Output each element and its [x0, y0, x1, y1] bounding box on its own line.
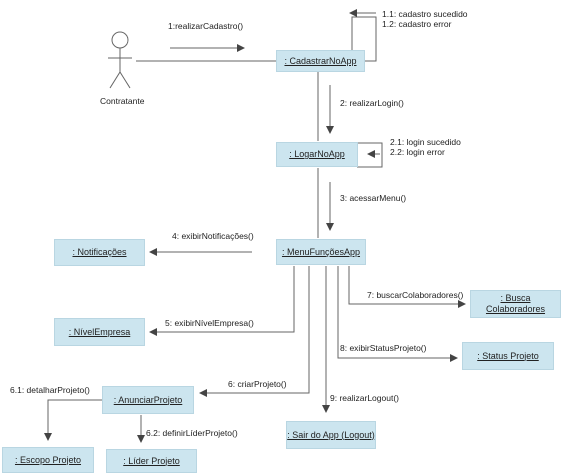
object-logar-no-app[interactable]: : LogarNoApp — [276, 142, 358, 167]
message-2-2: 2.2: login error — [390, 147, 445, 157]
message-9: 9: realizarLogout() — [330, 393, 399, 403]
object-lider-projeto[interactable]: : Líder Projeto — [106, 449, 197, 473]
message-2: 2: realizarLogin() — [340, 98, 404, 108]
object-cadastrar-no-app[interactable]: : CadastrarNoApp — [276, 50, 365, 72]
message-6-1: 6.1: detalharProjeto() — [10, 385, 90, 395]
arrow-m5 — [149, 266, 295, 336]
arrow-m8 — [337, 266, 458, 362]
message-4: 4: exibirNotificações() — [172, 231, 254, 241]
object-notificacoes[interactable]: : Notificações — [54, 239, 145, 266]
object-escopo-projeto[interactable]: : Escopo Projeto — [2, 447, 94, 473]
object-anunciar-projeto[interactable]: : AnunciarProjeto — [102, 386, 194, 414]
object-nivel-empresa[interactable]: : NívelEmpresa — [54, 318, 145, 346]
message-8: 8: exibirStatusProjeto() — [340, 343, 427, 353]
actor-label: Contratante — [100, 96, 145, 106]
selfloop-cadastrar — [351, 16, 377, 62]
message-7: 7: buscarColaboradores() — [367, 290, 464, 300]
message-5: 5: exibirNívelEmpresa() — [165, 318, 254, 328]
arrow-m61 — [44, 399, 103, 441]
object-busca-colaboradores[interactable]: : Busca Colaboradores — [470, 290, 561, 318]
message-6-2: 6.2: definirLíderProjeto() — [146, 428, 238, 438]
message-3: 3: acessarMenu() — [340, 193, 407, 203]
actor-figure — [108, 31, 132, 89]
message-2-1: 2.1: login sucedido — [390, 137, 461, 147]
arrow-m6 — [199, 266, 310, 397]
message-1-2: 1.2: cadastro error — [382, 19, 452, 29]
message-6: 6: criarProjeto() — [228, 379, 287, 389]
message-1-1: 1.1: cadastro sucedido — [382, 9, 468, 19]
object-menu-funcoes-app[interactable]: : MenuFunçõesApp — [276, 239, 366, 265]
object-status-projeto[interactable]: : Status Projeto — [462, 342, 554, 370]
object-sair-do-app[interactable]: : Sair do App (Logout) — [286, 421, 376, 449]
selfloop-logar — [357, 142, 383, 168]
arrow-m7 — [348, 266, 466, 308]
message-1: 1:realizarCadastro() — [168, 21, 244, 31]
